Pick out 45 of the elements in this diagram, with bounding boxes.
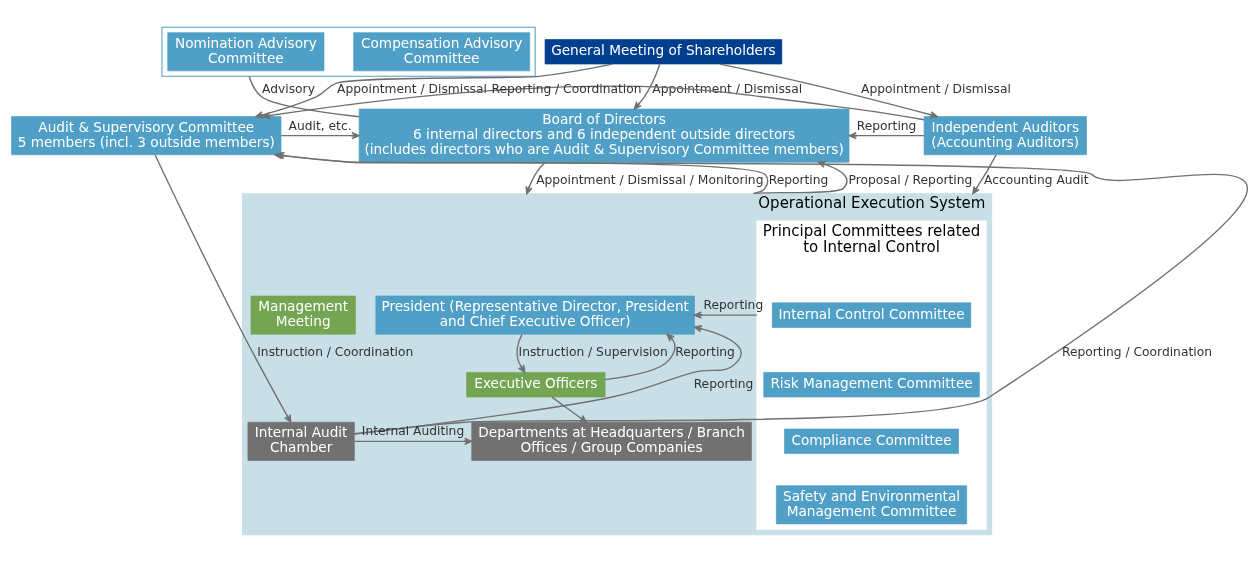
- arrow: [280, 131, 360, 139]
- node-box: Management Meeting: [250, 295, 356, 335]
- arrow: [633, 63, 661, 110]
- edge-label: Instruction / Supervision: [518, 344, 668, 359]
- arrow: [262, 84, 925, 120]
- edge-label: Reporting: [703, 297, 764, 312]
- edge-label: Instruction / Coordination: [257, 344, 414, 359]
- node-box: Executive Officers: [466, 371, 606, 397]
- edge-label: Reporting: [693, 376, 754, 391]
- arrow: [353, 437, 473, 445]
- node-box: Audit & Supervisory Committee 5 members (incl. 3 outside members): [11, 115, 282, 155]
- arrow: [255, 62, 614, 118]
- node-box: Internal Control Committee: [771, 302, 972, 328]
- arrow: [693, 310, 758, 319]
- edge-label: Proposal / Reporting: [848, 172, 973, 187]
- node-box: Nomination Advisory Committee: [167, 31, 325, 71]
- node-box: Risk Management Committee: [763, 371, 980, 397]
- edge-label: Audit, etc.: [288, 118, 352, 133]
- edge-label: Appointment / Dismissal: [337, 81, 487, 96]
- edge-label: Appointment / Dismissal: [861, 81, 1011, 96]
- arrow: [604, 333, 676, 380]
- edge-label: Advisory: [262, 81, 315, 96]
- arrow: [719, 62, 938, 118]
- node-box: President (Representative Director, President and Chief Executive Officer): [375, 295, 695, 335]
- arrow: [848, 131, 925, 139]
- edge-label: Reporting / Coordination: [1061, 344, 1212, 359]
- edge-label: Reporting: [675, 344, 735, 359]
- node-box: Compliance Committee: [784, 428, 959, 454]
- edge-label: Accounting Audit: [984, 172, 1089, 187]
- node-box: Departments at Headquarters / Branch Offices / Group Companies: [471, 421, 752, 461]
- node-box: Compensation Advisory Committee: [353, 31, 531, 71]
- node-box: Board of Directors 6 internal directors and 6 independent outside directors (includes directors who are Audit & Supervisory Committee members): [358, 108, 850, 163]
- node-box: General Meeting of Shareholders: [544, 38, 783, 64]
- arrow: [516, 333, 526, 373]
- connector: [248, 75, 360, 117]
- arrow: [525, 161, 546, 194]
- arrow: [972, 153, 997, 194]
- edge-label: Reporting: [856, 118, 917, 133]
- node-box: Independent Auditors (Accounting Auditors): [923, 115, 1087, 155]
- edge-label: Reporting: [768, 172, 829, 187]
- arrow: [353, 324, 743, 435]
- edge-label: Appointment / Dismissal / Monitoring: [536, 172, 764, 187]
- node-box: Internal Audit Chamber: [247, 421, 355, 461]
- node-box: Safety and Environmental Management Committee: [776, 484, 968, 524]
- cluster: [161, 26, 536, 77]
